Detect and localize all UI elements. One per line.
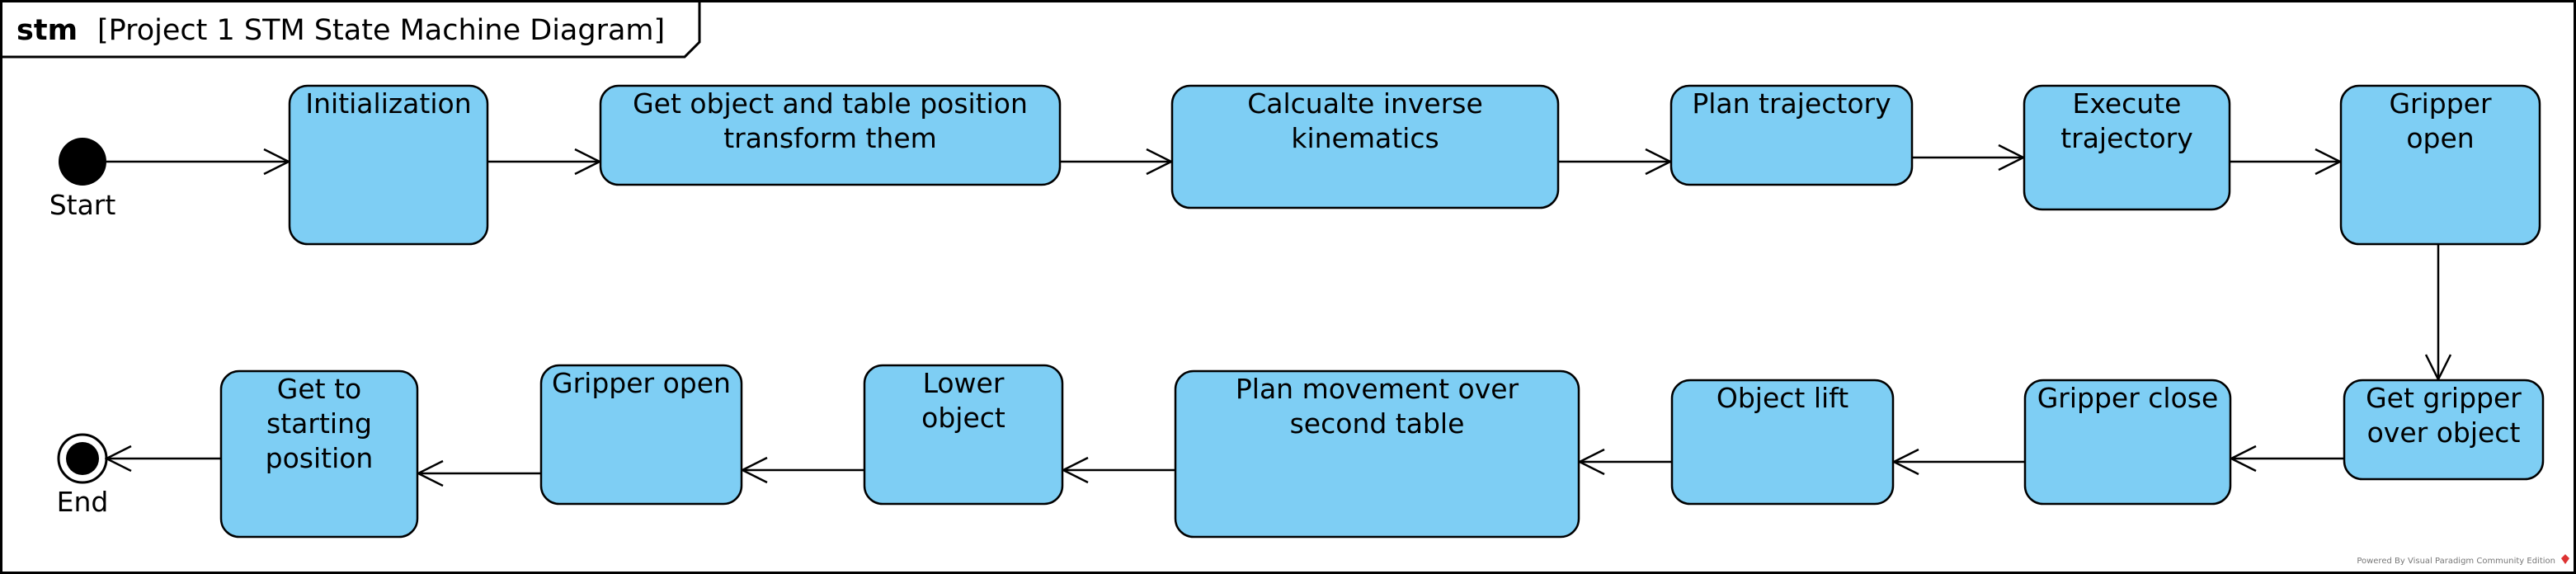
state-object-lift (1670, 379, 1895, 506)
state-initialization (288, 84, 489, 246)
state-label-line: Gripper close (2037, 382, 2219, 414)
state-gripper-open-2 (539, 364, 743, 506)
state-label-line: trajectory (2060, 122, 2193, 154)
final-state-inner (66, 442, 99, 475)
states: Initialization Get object and table posit… (219, 84, 2545, 539)
state-label-line: starting (266, 407, 372, 440)
state-label-line: kinematics (1291, 122, 1439, 154)
frame-keyword: stm (16, 14, 78, 47)
state-gripper-open-1 (2339, 84, 2541, 246)
state-label-line: Lower (923, 367, 1005, 399)
state-label-line: position (266, 442, 374, 474)
state-label-gripper-close: Gripper close (2037, 382, 2219, 414)
state-label-line: Get to (277, 373, 361, 405)
state-get-to-starting-position (219, 369, 419, 539)
state-label-line: Gripper open (552, 367, 731, 399)
state-label-line: Initialization (305, 87, 471, 120)
state-lower-object (863, 364, 1064, 506)
state-label-line: transform them (723, 122, 937, 154)
state-label-line: object (921, 402, 1005, 434)
state-label-line: Calcualte inverse (1247, 87, 1483, 120)
state-calculate-inverse-kinematics (1170, 84, 1560, 209)
state-label-line: Execute (2073, 87, 2182, 120)
state-label-line: second table (1290, 407, 1465, 440)
state-plan-movement-second-table (1174, 369, 1580, 539)
initial-pseudostate (59, 138, 106, 186)
state-label-line: Object lift (1717, 382, 1848, 414)
state-label-plan-trajectory: Plan trajectory (1692, 87, 1891, 120)
start-label: Start (49, 189, 116, 221)
state-label-gripper-open-2: Gripper open (552, 367, 731, 399)
state-label-line: Gripper (2389, 87, 2492, 120)
state-get-gripper-over-object (2343, 379, 2545, 481)
frame-title: [Project 1 STM State Machine Diagram] (97, 14, 665, 47)
state-label-object-lift: Object lift (1717, 382, 1848, 414)
state-execute-trajectory (2023, 84, 2231, 211)
state-label-line: Get gripper (2366, 382, 2522, 414)
state-label-line: open (2406, 122, 2474, 154)
vp-logo-icon (2561, 554, 2569, 564)
state-label-initialization: Initialization (305, 87, 471, 120)
state-get-object-table-position (599, 84, 1062, 186)
state-plan-trajectory (1669, 84, 1914, 186)
frame-tab (1, 1, 701, 59)
state-gripper-close (2023, 379, 2232, 506)
state-label-line: Plan movement over (1236, 373, 1519, 405)
powered-by-watermark: Powered By Visual Paradigm Community Edi… (2357, 557, 2555, 566)
state-label-line: over object (2367, 416, 2521, 449)
state-label-line: Plan trajectory (1692, 87, 1891, 120)
transitions (106, 158, 2438, 473)
end-label: End (57, 486, 109, 518)
state-label-line: Get object and table position (633, 87, 1028, 120)
